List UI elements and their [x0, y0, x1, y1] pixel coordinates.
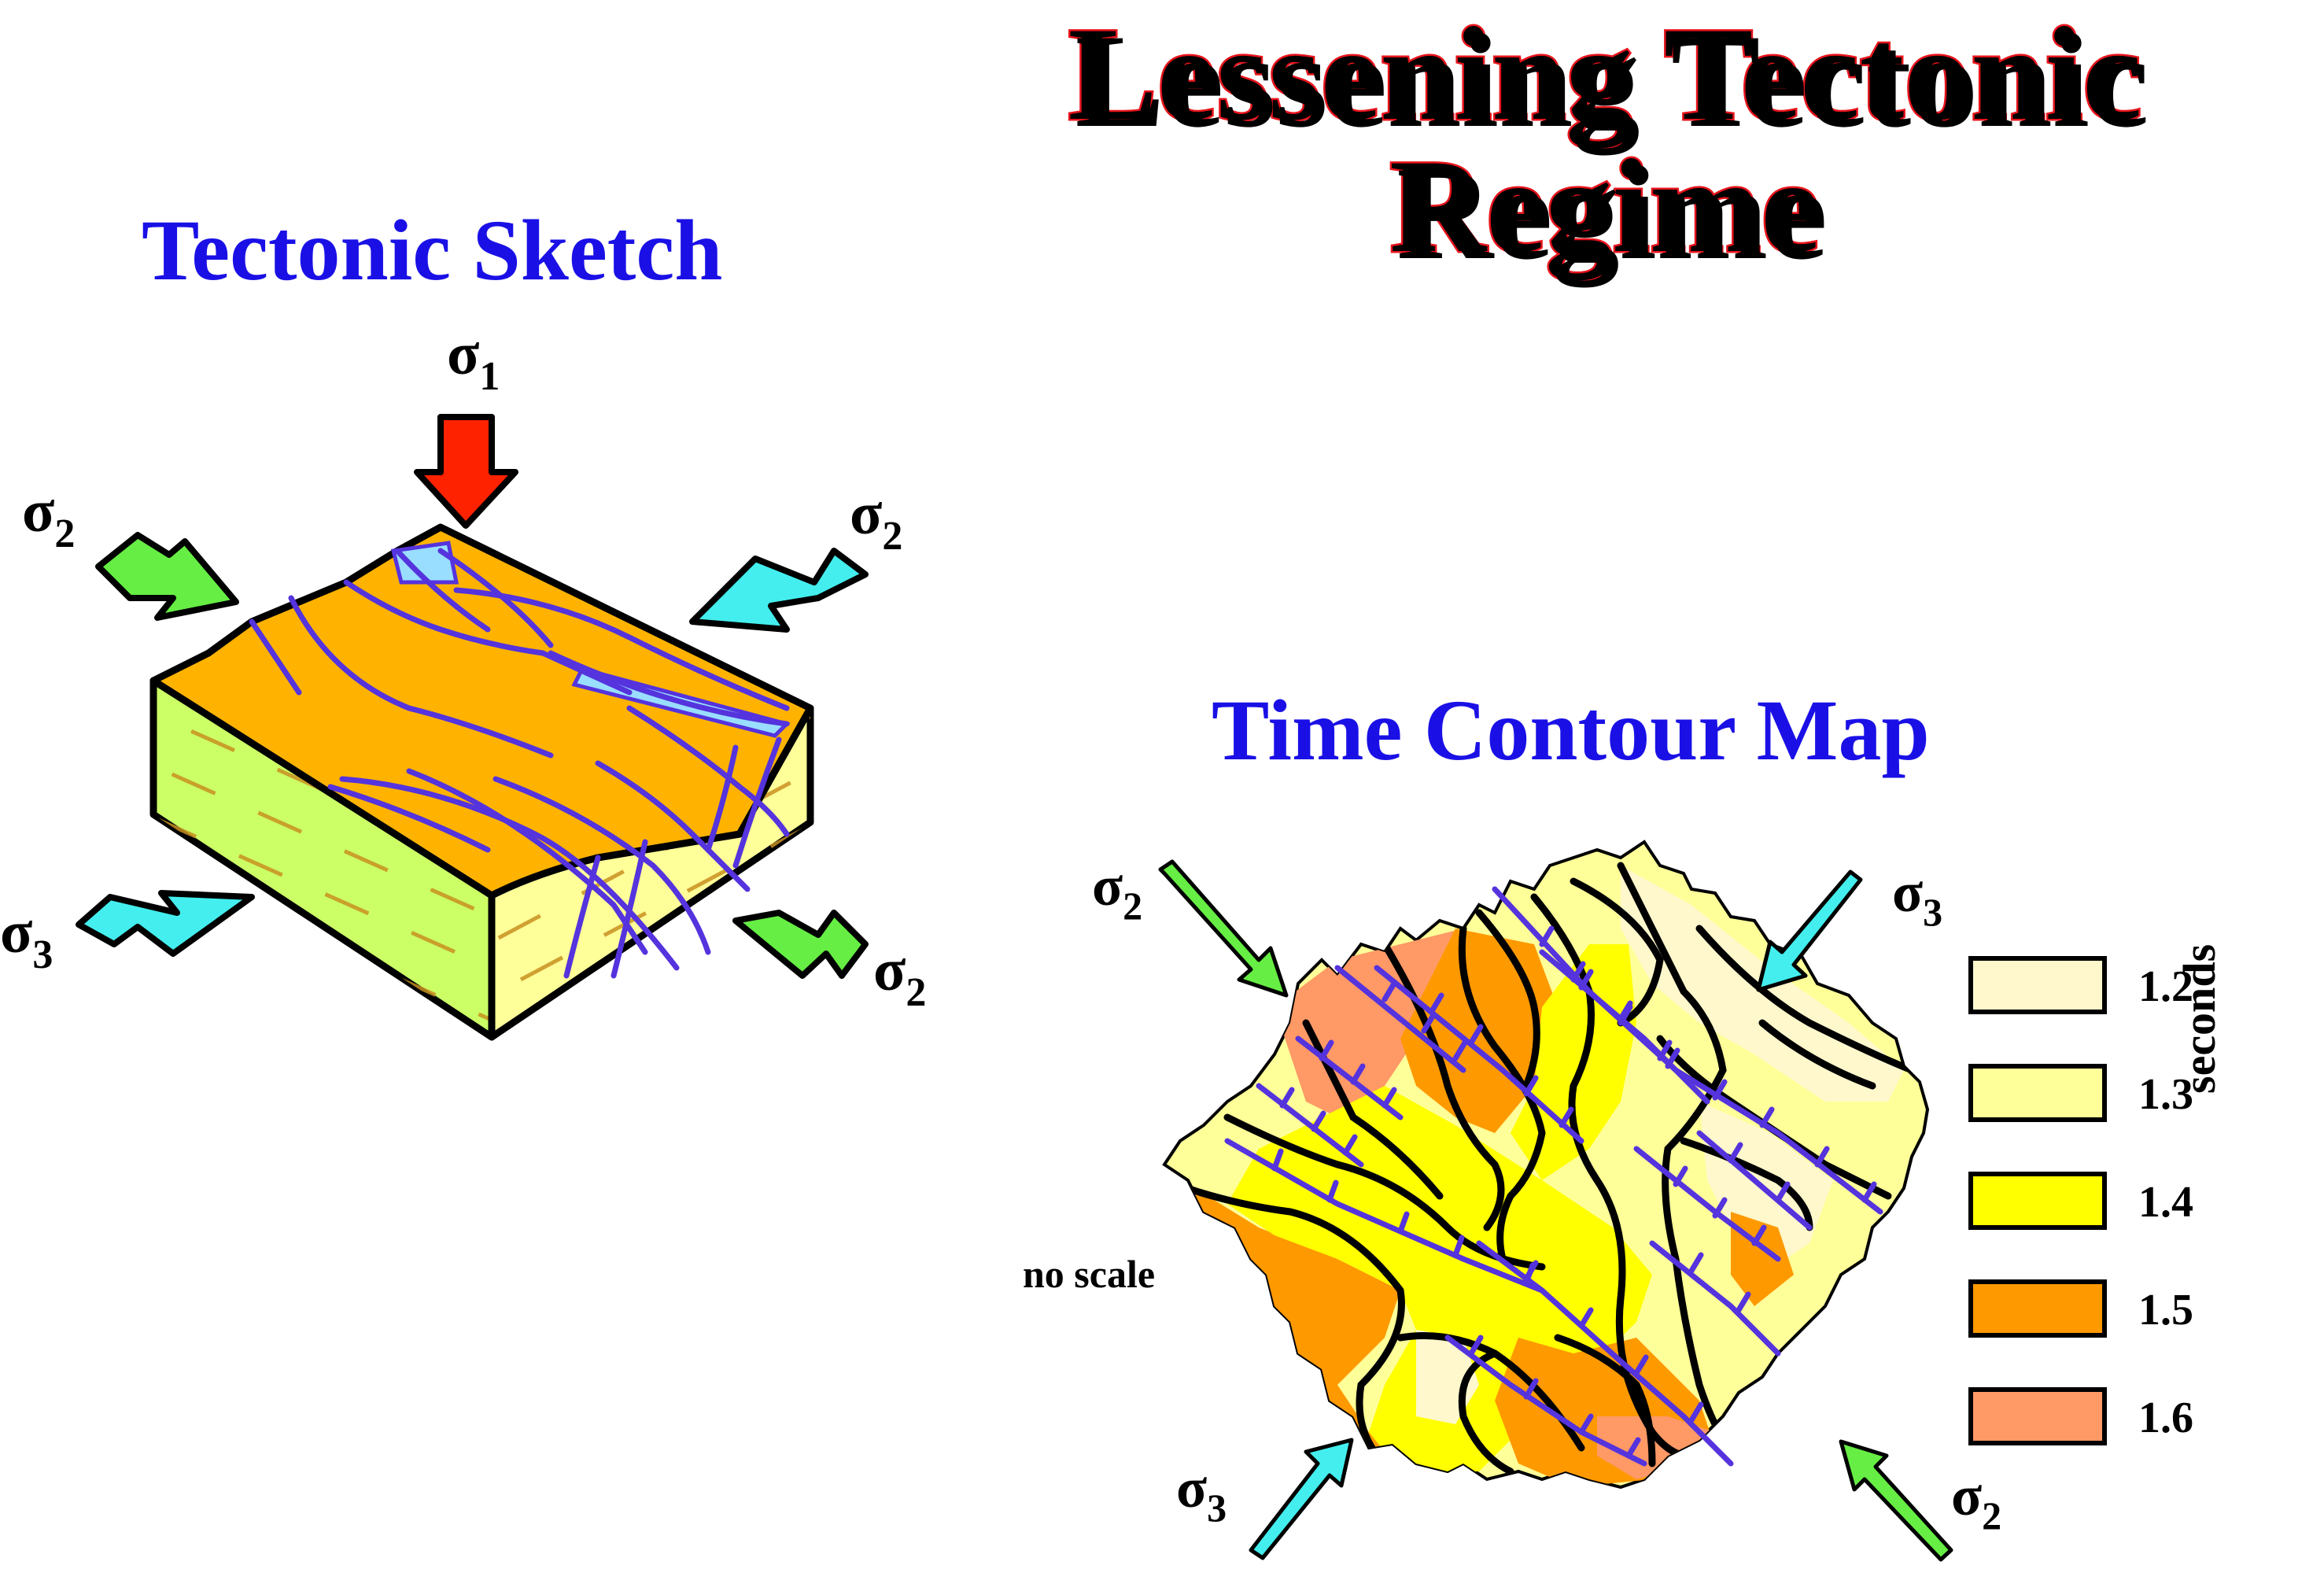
main-title: Lessening Tectonic Regime	[1066, 0, 2144, 280]
map-sigma-label-upper-right: σ3	[1892, 861, 1942, 934]
sigma2-arrow-lower-right	[732, 910, 869, 979]
map-sigma2-arrow-upper-left	[1158, 859, 1289, 998]
contour-map	[1162, 840, 1930, 1490]
legend-value-1-3: 1.3	[2138, 1070, 2193, 1119]
map-title: Time Contour Map	[1212, 682, 1930, 778]
sigma1-arrow	[414, 414, 518, 529]
sigma3-arrow-lower-left	[76, 890, 255, 957]
legend-swatch-1-5	[1968, 1279, 2107, 1338]
map-sigma3-arrow-upper-right	[1756, 869, 1863, 992]
sigma-label-upper-left: σ2	[22, 478, 75, 556]
no-scale-note: no scale	[1023, 1252, 1156, 1296]
sigma-label-top: σ1	[447, 321, 500, 399]
tectonic-block	[149, 523, 814, 1041]
map-sigma2-arrow-lower-right	[1839, 1439, 1953, 1562]
sketch-title: Tectonic Sketch	[142, 202, 723, 298]
legend-value-1-6: 1.6	[2138, 1394, 2193, 1442]
map-sigma-label-lower-left: σ3	[1176, 1456, 1227, 1530]
map-sigma3-arrow-lower-left	[1249, 1438, 1354, 1560]
legend	[1968, 956, 2107, 1445]
block-faults	[249, 548, 790, 979]
legend-value-1-4: 1.4	[2138, 1178, 2193, 1227]
legend-swatch-1-3	[1968, 1064, 2107, 1122]
legend-value-1-2: 1.2	[2138, 962, 2193, 1011]
map-sigma-label-lower-right: σ2	[1951, 1464, 2001, 1538]
block-top-face	[149, 523, 814, 899]
sigma2-arrow-upper-left	[95, 532, 239, 621]
legend-value-1-5: 1.5	[2138, 1286, 2193, 1335]
legend-swatch-1-2	[1968, 956, 2107, 1014]
map-sigma-label-upper-left: σ2	[1092, 855, 1142, 928]
sigma-label-lower-right: σ2	[873, 937, 926, 1015]
sigma-label-upper-right: σ2	[850, 481, 902, 559]
sigma-label-lower-left: σ3	[0, 899, 53, 977]
legend-swatch-1-6	[1968, 1387, 2107, 1445]
sigma2-arrow-upper-right	[689, 548, 869, 633]
legend-swatch-1-4	[1968, 1172, 2107, 1230]
